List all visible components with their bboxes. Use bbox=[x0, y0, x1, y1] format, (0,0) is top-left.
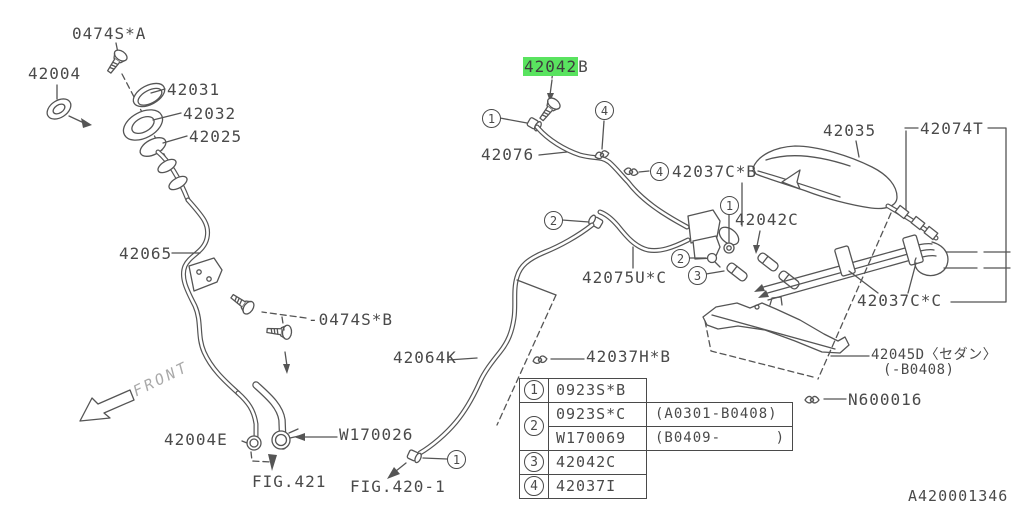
label-42042c: 42042C bbox=[735, 210, 799, 229]
callout-3-fitting: 3 bbox=[688, 266, 707, 285]
callout-2-bolt: 2 bbox=[671, 249, 690, 268]
callout-1-hose-end: 1 bbox=[447, 450, 466, 469]
highlighted-part-42042[interactable]: 42042 bbox=[523, 57, 579, 76]
label-42075uc: 42075U*C bbox=[582, 268, 668, 287]
legend-table: 1 0923S*B 2 0923S*C (A0301-B0408) W17006… bbox=[519, 378, 794, 499]
label-42037cb: 42037C*B bbox=[672, 162, 758, 181]
drawing-number: A420001346 bbox=[908, 487, 1009, 505]
callout-2-grommet: 2 bbox=[544, 211, 563, 230]
label-42037hb: 42037H*B bbox=[586, 347, 672, 366]
label-fig-421: FIG.421 bbox=[252, 472, 327, 491]
protector-and-pipes-drawing bbox=[702, 127, 1011, 404]
callout-4-clip: 4 bbox=[650, 162, 669, 181]
legend-main-box bbox=[519, 378, 647, 499]
legend-range-open: (B0409- bbox=[655, 430, 722, 446]
filler-neck-drawing bbox=[46, 42, 191, 203]
label-42042b: 42042B bbox=[523, 57, 589, 76]
legend-num-4: 4 bbox=[524, 476, 544, 496]
legend-part-w170069: W170069 bbox=[556, 429, 627, 447]
label-42074t: 42074T bbox=[920, 119, 984, 138]
legend-part-42042c: 42042C bbox=[556, 453, 617, 471]
legend-num-1: 1 bbox=[524, 380, 544, 400]
legend-range-close: ) bbox=[775, 430, 785, 446]
legend-num-2: 2 bbox=[524, 416, 544, 436]
callout-4-clamp: 4 bbox=[595, 101, 614, 120]
callout-1-nut: 1 bbox=[720, 196, 739, 215]
legend-range-w170069: (B0409- ) bbox=[655, 430, 785, 446]
legend-range-0923sc: (A0301-B0408) bbox=[655, 406, 778, 422]
label-42004: 42004 bbox=[28, 64, 82, 83]
label-42045d: 42045D〈セダン〉 bbox=[871, 347, 998, 363]
label-fig-420-1: FIG.420-1 bbox=[350, 477, 446, 496]
label-0474sb: -0474S*B bbox=[308, 310, 394, 329]
label-0474sa: 0474S*A bbox=[72, 24, 147, 43]
legend-part-0923sc: 0923S*C bbox=[556, 405, 627, 423]
label-42045d-range: (-B0408) bbox=[883, 362, 955, 378]
label-42065: 42065 bbox=[119, 244, 173, 263]
label-42037cc: 42037C*C bbox=[857, 291, 943, 310]
legend-part-0923sb: 0923S*B bbox=[556, 381, 627, 399]
label-42004e: 42004E bbox=[164, 430, 228, 449]
legend-num-3: 3 bbox=[524, 452, 544, 472]
part-42042-suffix: B bbox=[578, 57, 589, 76]
label-42031: 42031 bbox=[167, 80, 221, 99]
label-w170026: W170026 bbox=[339, 425, 414, 444]
label-42032: 42032 bbox=[183, 104, 237, 123]
label-42064k: 42064K bbox=[393, 348, 457, 367]
fuel-hose-drawing bbox=[387, 70, 802, 479]
filler-pipe-drawing bbox=[79, 197, 338, 471]
label-n600016: N600016 bbox=[848, 390, 923, 409]
label-42076: 42076 bbox=[481, 145, 535, 164]
callout-1-grommet: 1 bbox=[482, 109, 501, 128]
legend-part-42037i: 42037I bbox=[556, 477, 617, 495]
label-42035: 42035 bbox=[823, 121, 877, 140]
label-42025: 42025 bbox=[189, 127, 243, 146]
